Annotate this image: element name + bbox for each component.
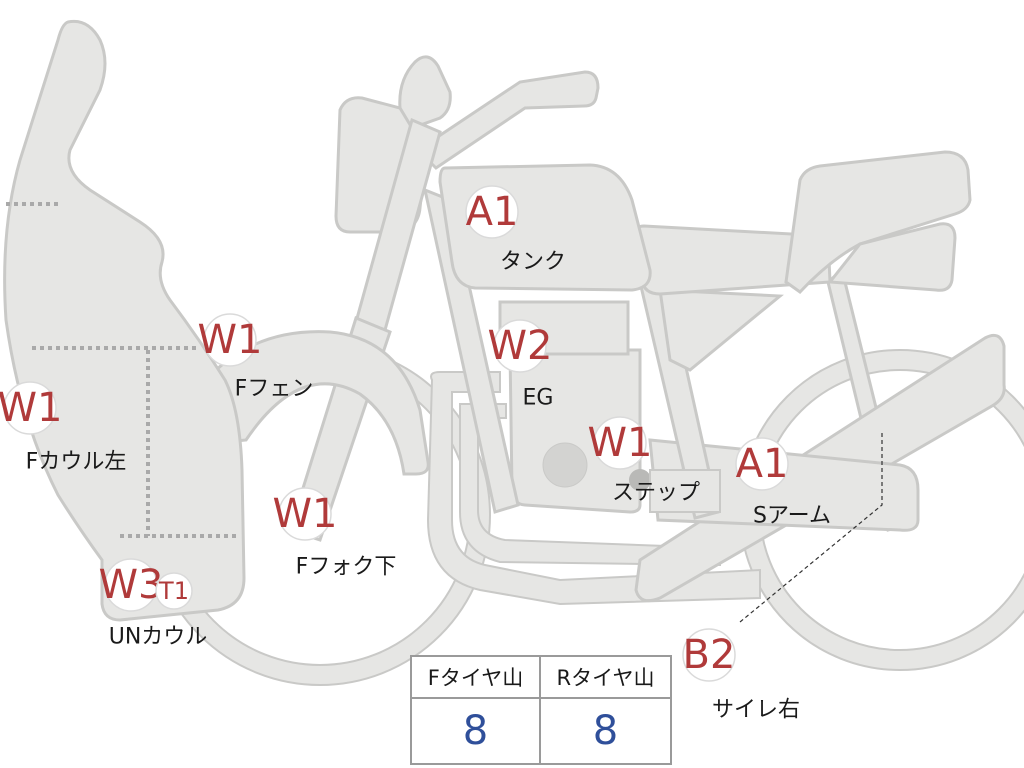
front-cowl	[3, 19, 246, 622]
damage-code-secondary: T1	[158, 577, 189, 605]
label-swingarm: A1 Sアーム	[735, 437, 831, 529]
label-front-fender: W1 Fフェン	[198, 313, 314, 402]
label-engine: W2 EG	[488, 319, 554, 411]
frame-cross-tube	[649, 469, 721, 513]
engine-cover-circle	[542, 442, 588, 488]
label-muffler-right: B2 サイレ右	[682, 628, 800, 723]
damage-code: W1	[588, 420, 653, 466]
part-name: EG	[523, 386, 554, 411]
rear-tire-tread-header: Rタイヤ山	[541, 657, 670, 699]
front-tire-tread-value: 8	[412, 699, 541, 763]
part-name: Sアーム	[753, 504, 831, 529]
damage-code: W1	[273, 491, 338, 537]
step-peg-front	[629, 469, 651, 491]
damage-code: W3	[99, 562, 164, 608]
damage-code: W1	[0, 385, 63, 431]
meter-cluster	[398, 55, 452, 130]
damage-code: W1	[198, 317, 263, 363]
part-name: Fカウル左	[26, 450, 127, 475]
exhaust-pipe-outer	[426, 371, 761, 606]
part-name: Fフォク下	[296, 555, 397, 580]
handlebar	[415, 70, 600, 170]
part-name: UNカウル	[109, 625, 208, 650]
damage-code: A1	[466, 189, 519, 235]
part-name: Fフェン	[235, 377, 314, 402]
front-fender	[212, 330, 430, 476]
tire-tread-table: Fタイヤ山 Rタイヤ山 8 8	[410, 655, 672, 765]
label-tank: A1 タンク	[465, 185, 566, 275]
label-front-fork-lower: W1 Fフォク下	[273, 487, 397, 580]
part-name: タンク	[500, 250, 566, 275]
label-fcowl-left: W1 Fカウル左	[0, 381, 127, 475]
side-cover	[658, 288, 784, 372]
damage-code: W2	[488, 323, 553, 369]
rear-tire-tread-value: 8	[592, 708, 619, 754]
seat-rear	[784, 150, 972, 294]
part-name: サイレ右	[712, 698, 800, 723]
front-tire-tread-header: Fタイヤ山	[412, 657, 541, 699]
tail-cowl	[827, 222, 957, 292]
part-name: ステップ	[612, 481, 700, 506]
muffler-leader-line	[739, 432, 883, 623]
label-step: W1 ステップ	[588, 416, 700, 506]
label-under-cowl: W3 T1 UNカウル	[99, 558, 208, 650]
damage-code: B2	[683, 632, 736, 678]
damage-code: A1	[736, 441, 789, 487]
